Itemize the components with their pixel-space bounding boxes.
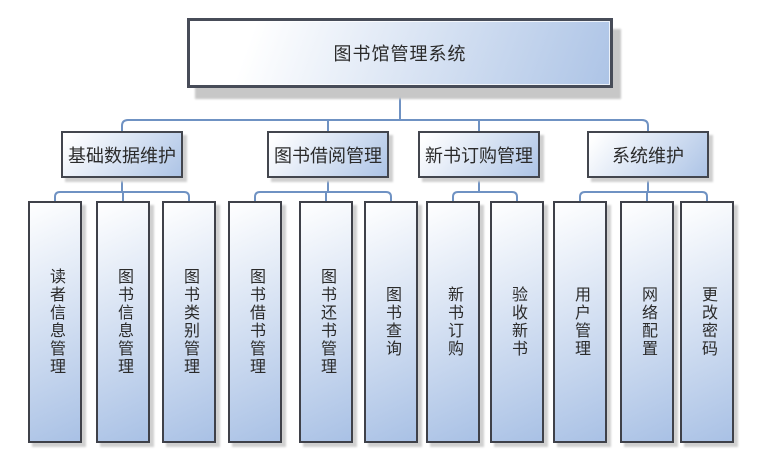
node-reader-info-management: 读者信息管理	[28, 201, 82, 443]
node-label: 图书类别管理	[181, 268, 198, 376]
node-book-info-management: 图书信息管理	[96, 201, 150, 443]
node-label: 验收新书	[509, 286, 526, 358]
node-new-book-order: 新书订购	[426, 201, 480, 443]
node-label: 更改密码	[699, 286, 716, 358]
node-book-return-management: 图书还书管理	[299, 201, 353, 443]
node-change-password: 更改密码	[680, 201, 734, 443]
node-label: 基础数据维护	[68, 145, 176, 166]
node-book-lending-management: 图书借书管理	[228, 201, 282, 443]
node-label: 新书订购管理	[425, 145, 533, 166]
node-system-maintenance: 系统维护	[587, 131, 709, 178]
node-label: 图书信息管理	[115, 268, 132, 376]
node-network-config: 网络配置	[620, 201, 674, 443]
node-label: 系统维护	[612, 145, 684, 166]
node-new-book-ordering-management: 新书订购管理	[418, 131, 540, 178]
node-label: 图书还书管理	[318, 268, 335, 376]
node-label: 图书借书管理	[247, 268, 264, 376]
node-label: 用户管理	[572, 286, 589, 358]
node-new-book-acceptance: 验收新书	[490, 201, 544, 443]
node-label: 读者信息管理	[47, 268, 64, 376]
node-user-management: 用户管理	[553, 201, 607, 443]
node-label: 图书借阅管理	[274, 145, 382, 166]
node-library-management-system: 图书馆管理系统	[187, 18, 613, 88]
node-label: 网络配置	[639, 286, 656, 358]
node-book-query: 图书查询	[364, 201, 418, 443]
node-book-category-management: 图书类别管理	[162, 201, 216, 443]
node-label: 图书馆管理系统	[333, 44, 467, 64]
node-label: 新书订购	[445, 286, 462, 358]
node-book-borrowing-management: 图书借阅管理	[267, 131, 389, 178]
node-label: 图书查询	[383, 286, 400, 358]
node-basic-data-maintenance: 基础数据维护	[61, 131, 183, 178]
